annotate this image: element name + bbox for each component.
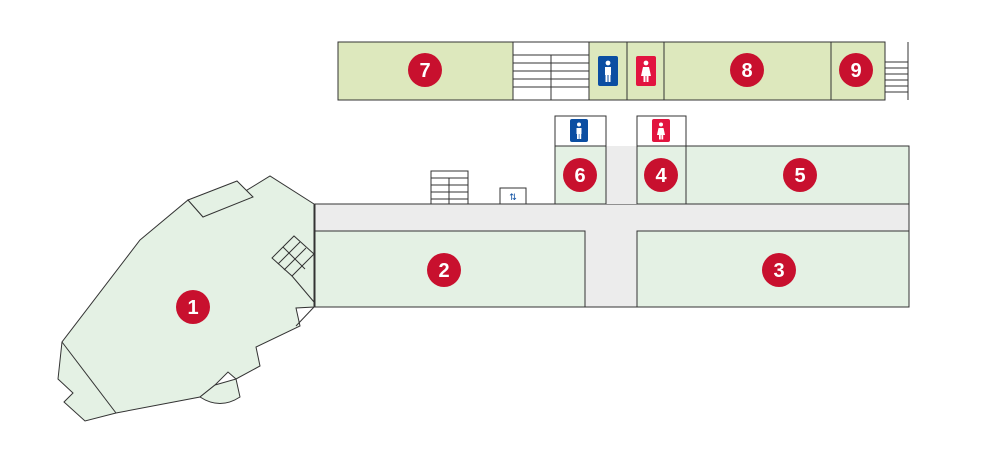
room-9-number: 9 <box>850 60 861 82</box>
upper-floor-strip <box>337 41 909 101</box>
stairs-icon <box>430 170 469 205</box>
womens-restroom-icon <box>636 56 656 86</box>
room-4-number: 4 <box>655 165 667 187</box>
room-5-marker[interactable]: 5 <box>783 158 817 192</box>
room-1-marker[interactable]: 1 <box>176 290 210 324</box>
room-7-number: 7 <box>419 60 430 82</box>
room-1-stairs <box>271 235 315 277</box>
room-3-number: 3 <box>773 260 784 282</box>
mens-restroom-icon <box>570 119 588 142</box>
room-3-marker[interactable]: 3 <box>762 253 796 287</box>
elevator-icon: ⇅ <box>509 193 517 203</box>
room-6-number: 6 <box>574 165 585 187</box>
elevator[interactable]: ⇅ <box>499 187 527 205</box>
mens-restroom-icon <box>598 56 618 86</box>
room-9-marker[interactable]: 9 <box>839 53 873 87</box>
room-4-marker[interactable]: 4 <box>644 158 678 192</box>
room-2-marker[interactable]: 2 <box>427 253 461 287</box>
elevator-box <box>499 187 527 205</box>
room-8-marker[interactable]: 8 <box>730 53 764 87</box>
womens-restroom-icon <box>652 119 670 142</box>
room-1-bay <box>199 378 241 404</box>
room-8-number: 8 <box>741 60 752 82</box>
room-1-wing <box>187 180 254 218</box>
stairs-upper-right <box>885 42 909 100</box>
room-5-number: 5 <box>794 165 805 187</box>
room-7-marker[interactable]: 7 <box>408 53 442 87</box>
room-6-marker[interactable]: 6 <box>563 158 597 192</box>
room-1-number: 1 <box>187 297 198 319</box>
corridor-north-branch <box>606 146 637 204</box>
room-2-number: 2 <box>438 260 449 282</box>
stairs-upper-left-steps <box>513 54 589 100</box>
